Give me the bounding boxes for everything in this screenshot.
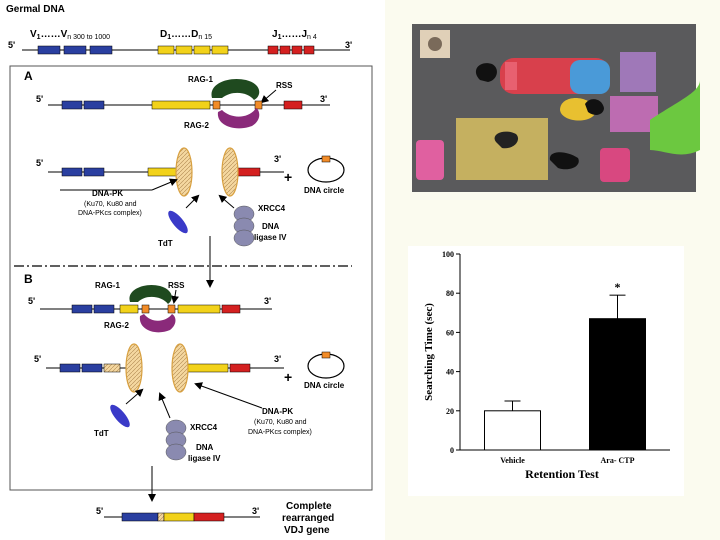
panel-a-five-prime: 5' bbox=[36, 94, 43, 104]
panel-b-ku-ring-right bbox=[171, 343, 189, 393]
panel-a-dna-circle-label: DNA circle bbox=[304, 186, 345, 195]
panel-b-ligase-label1: DNA bbox=[196, 443, 214, 452]
germline-title: Germal DNA bbox=[6, 4, 65, 15]
panel-a-three-prime: 3' bbox=[320, 94, 327, 104]
significance-marker: * bbox=[615, 280, 621, 294]
germline-d-segments bbox=[157, 45, 229, 55]
panel-a-tdt-shape bbox=[168, 210, 188, 234]
panel-a-dnapk-label: DNA-PK bbox=[92, 189, 123, 198]
chart-panel: 0 20 40 60 80 100 Vehicle * Ara- CTP Searching … bbox=[408, 246, 684, 496]
chart-x-axis-label: Retention Test bbox=[525, 467, 599, 481]
chart-y-axis: 0 20 40 60 80 100 bbox=[442, 250, 461, 455]
complete-five-prime: 5' bbox=[96, 506, 103, 516]
panel-b-ku-ring-left bbox=[125, 343, 143, 393]
complete-label-line2: rearranged bbox=[282, 513, 334, 524]
panel-b-rag2-shape bbox=[139, 314, 176, 333]
panel-a-rag2-label: RAG-2 bbox=[184, 121, 209, 130]
panel-a-plus: + bbox=[284, 169, 292, 185]
panel-b-dnapk-label: DNA-PK bbox=[262, 407, 293, 416]
panel-b-rss-label: RSS bbox=[168, 281, 185, 290]
panel-b-plus: + bbox=[284, 369, 292, 385]
germline-five-prime: 5' bbox=[8, 40, 15, 50]
complete-label-line3: VDJ gene bbox=[284, 525, 330, 536]
panel-a-rag1-label: RAG-1 bbox=[188, 75, 213, 84]
bar-0 bbox=[484, 410, 541, 451]
y-tick-label: 60 bbox=[446, 328, 454, 337]
germline-three-prime: 3' bbox=[345, 40, 352, 50]
y-tick-label: 40 bbox=[446, 368, 454, 377]
panel-b-ligase-label2: ligase IV bbox=[188, 454, 221, 463]
panel-b-five-prime-2: 5' bbox=[34, 354, 41, 364]
germline-d-label: D1……Dn 15 bbox=[160, 29, 212, 41]
panel-a-ligase-label1: DNA bbox=[262, 222, 280, 231]
panel-b-xrcc4-label: XRCC4 bbox=[190, 423, 218, 432]
panel-b-tdt-shape bbox=[110, 404, 130, 428]
panel-a-rag2-shape bbox=[217, 108, 260, 129]
chart-y-axis-label: Searching Time (sec) bbox=[423, 303, 435, 401]
panel-a-rag1-shape bbox=[211, 78, 260, 100]
bar-1 bbox=[589, 318, 646, 451]
panel-a-dnapk-desc2: DNA-PKcs complex) bbox=[78, 210, 142, 217]
panel-a-ku-ring-left bbox=[175, 147, 193, 197]
panel-b-five-prime: 5' bbox=[28, 296, 35, 306]
germline-v-segments bbox=[37, 45, 113, 55]
y-tick-label: 0 bbox=[450, 446, 454, 455]
panel-b-dnapk-desc2: DNA-PKcs complex) bbox=[248, 429, 312, 436]
panel-a-xrcc4-label: XRCC4 bbox=[258, 204, 286, 213]
panel-b-dna-circle-label: DNA circle bbox=[304, 381, 345, 390]
panel-a-letter: A bbox=[24, 69, 33, 83]
panel-b-dnapk-desc1: (Ku70, Ku80 and bbox=[254, 419, 307, 426]
y-tick-label: 20 bbox=[446, 407, 454, 416]
panel-b-tdt-label: TdT bbox=[94, 429, 109, 438]
panel-b-three-prime-2: 3' bbox=[274, 354, 281, 364]
germline-v-label: V1……Vn 300 to 1000 bbox=[30, 29, 110, 41]
panel-b-three-prime: 3' bbox=[264, 296, 271, 306]
x-tick-label: Vehicle bbox=[500, 456, 525, 465]
germline-j-segments bbox=[267, 45, 315, 55]
panel-a-rss-label: RSS bbox=[276, 81, 293, 90]
panel-a-tdt-label: TdT bbox=[158, 239, 173, 248]
panel-b-letter: B bbox=[24, 272, 33, 286]
panel-a-ku-ring-right bbox=[221, 147, 239, 197]
mouse-cage-photo bbox=[412, 24, 700, 192]
complete-label-line1: Complete bbox=[286, 501, 332, 512]
panel-a-dnapk-desc1: (Ku70, Ku80 and bbox=[84, 201, 137, 208]
complete-three-prime: 3' bbox=[252, 506, 259, 516]
y-tick-label: 100 bbox=[442, 250, 454, 259]
y-tick-label: 80 bbox=[446, 289, 454, 298]
panel-b-rag1-shape bbox=[129, 284, 172, 304]
panel-a-three-prime-2: 3' bbox=[274, 154, 281, 164]
x-tick-label: Ara- CTP bbox=[601, 456, 635, 465]
panel-b-rag1-label: RAG-1 bbox=[95, 281, 120, 290]
panel-frame bbox=[9, 65, 373, 491]
vdj-diagram: Germal DNA V1……Vn 300 to 1000 D1……Dn 15 … bbox=[0, 0, 385, 540]
germline-j-label: J1……Jn 4 bbox=[272, 29, 317, 41]
panel-b-rag2-label: RAG-2 bbox=[104, 321, 129, 330]
panel-a-five-prime-2: 5' bbox=[36, 158, 43, 168]
panel-a-ligase-label2: ligase IV bbox=[254, 233, 287, 242]
